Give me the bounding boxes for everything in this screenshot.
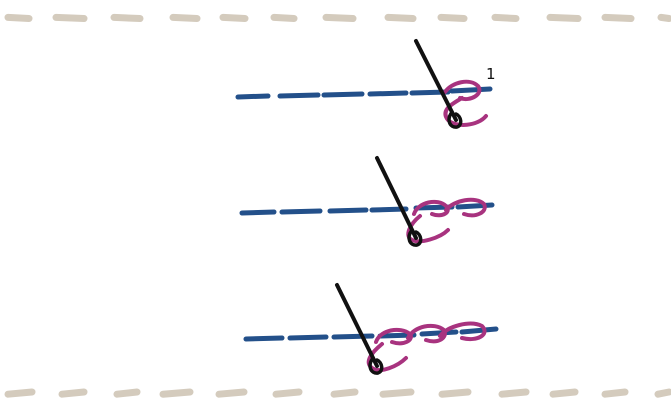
border-dash	[173, 17, 197, 18]
border-dash	[114, 17, 140, 18]
border-dash	[334, 392, 355, 394]
border-dash	[8, 17, 29, 18]
border-dash	[605, 17, 631, 18]
border-dash	[605, 392, 625, 394]
border-dash	[441, 17, 464, 18]
border-dash	[388, 17, 413, 18]
border-dash	[62, 392, 84, 394]
border-dash	[442, 392, 468, 394]
border-dash	[661, 17, 669, 18]
border-dash	[223, 17, 245, 18]
border-dash	[276, 392, 299, 394]
border-dash	[117, 392, 137, 394]
border-dash	[553, 392, 575, 394]
border-dash	[495, 17, 516, 18]
border-dash	[550, 17, 578, 18]
border-dash	[8, 392, 32, 394]
step-number-label: 1	[486, 65, 496, 83]
border-dash	[383, 392, 411, 394]
border-dash	[163, 392, 190, 394]
border-dash	[56, 17, 84, 18]
border-dash	[326, 17, 353, 18]
border-dash	[219, 392, 244, 394]
border-dash	[274, 17, 294, 18]
border-dash	[502, 392, 526, 394]
border-dash	[658, 392, 669, 394]
